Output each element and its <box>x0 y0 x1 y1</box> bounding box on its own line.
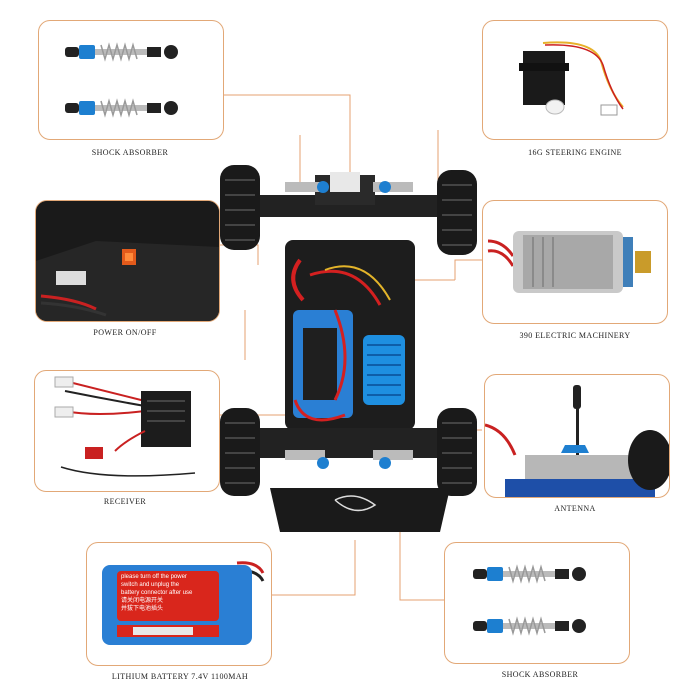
receiver-panel <box>34 370 220 492</box>
rc-car-chassis <box>220 165 477 532</box>
battery-warning-line-2: switch and unplug the <box>121 582 180 588</box>
shock-absorber-bottom-caption: SHOCK ABSORBER <box>501 670 579 679</box>
motor-caption: 390 ELECTRIC MACHINERY <box>519 331 631 340</box>
front-right-wheel <box>437 170 477 255</box>
battery-warning-line-4: 请关闭电源开关 <box>121 598 164 604</box>
front-left-wheel <box>220 165 260 250</box>
antenna-panel <box>484 374 670 498</box>
battery-warning-line-1: please turn off the power <box>121 574 187 580</box>
battery-warning-line-3: battery connector after use <box>121 590 193 596</box>
antenna-caption: ANTENNA <box>554 504 596 513</box>
servo-image <box>519 41 624 116</box>
battery-warning-label: please turn off the power switch and unp… <box>121 573 219 613</box>
receiver-caption: RECEIVER <box>103 497 147 506</box>
battery-caption: LITHIUM BATTERY 7.4V 1100MAH <box>111 672 249 681</box>
battery-warning-line-5: 并拔下电池插头 <box>121 606 164 612</box>
shock-absorber-image-2 <box>473 564 586 636</box>
shock-absorber-top-panel <box>38 20 224 140</box>
power-switch-panel <box>35 200 220 322</box>
motor-image <box>487 231 651 293</box>
battery-image <box>102 561 265 645</box>
antenna-image <box>485 385 669 497</box>
shock-absorber-top-caption: SHOCK ABSORBER <box>91 148 169 157</box>
chassis-motor <box>363 335 405 405</box>
receiver-image <box>54 376 196 477</box>
steering-engine-panel <box>482 20 668 140</box>
shock-absorber-image <box>65 42 178 118</box>
power-caption: POWER ON/OFF <box>93 328 157 337</box>
battery-panel: please turn off the power switch and unp… <box>86 542 272 666</box>
motor-panel <box>482 200 668 324</box>
steering-engine-caption: 16G STEERING ENGINE <box>528 148 622 157</box>
power-switch-image <box>36 201 219 321</box>
shock-absorber-bottom-panel <box>444 542 630 664</box>
